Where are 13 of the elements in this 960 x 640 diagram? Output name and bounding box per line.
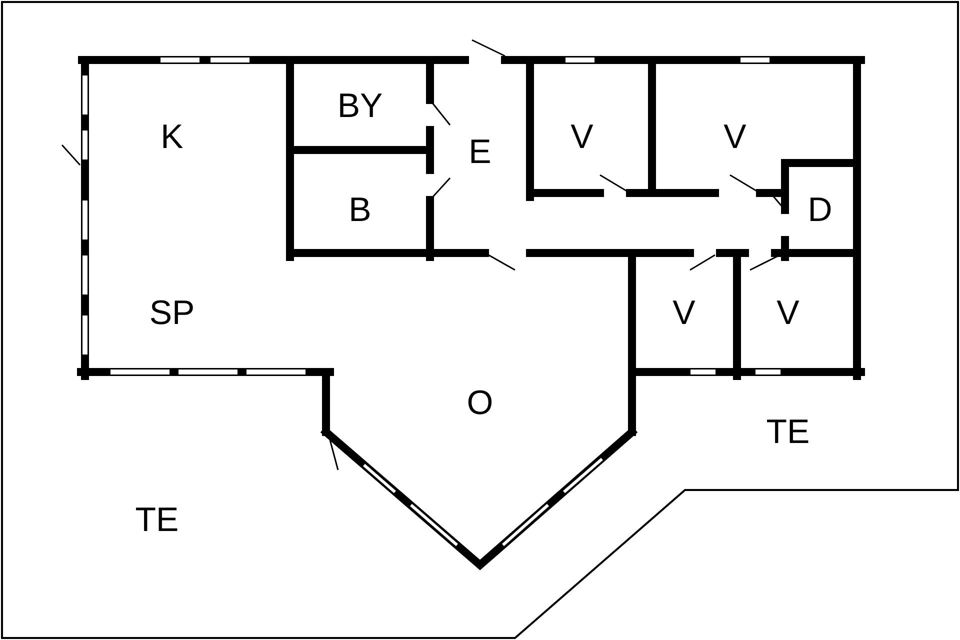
- room-label: B: [348, 193, 372, 227]
- room-label: D: [808, 193, 832, 227]
- room-label: V: [672, 296, 696, 330]
- room-label: E: [468, 135, 492, 169]
- room-label: O: [466, 386, 494, 420]
- room-label: TE: [135, 503, 179, 537]
- room-label: BY: [337, 89, 383, 123]
- room-label: V: [724, 120, 746, 154]
- room-label: SP: [149, 296, 195, 330]
- room-label: V: [570, 120, 594, 154]
- room-label: V: [776, 296, 800, 330]
- room-label: TE: [766, 415, 810, 449]
- room-label: K: [160, 120, 184, 154]
